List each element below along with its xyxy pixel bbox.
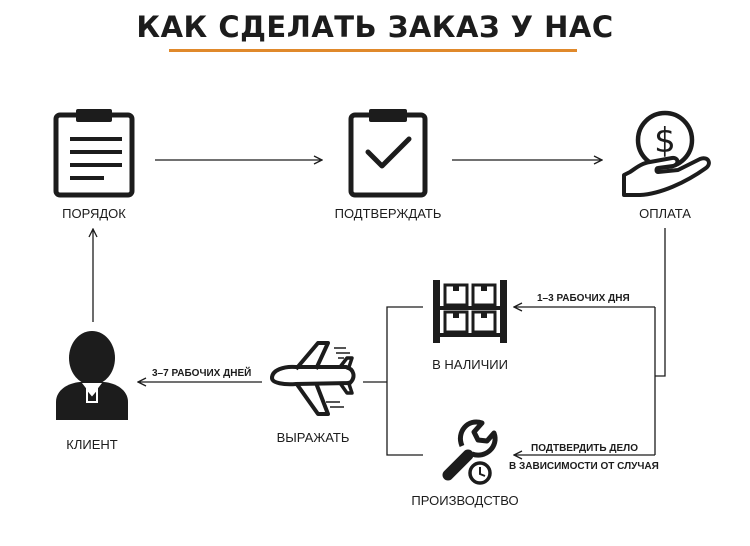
label-production: ПРОИЗВОДСТВО <box>411 493 519 508</box>
edge-label-stock-time: 1–3 РАБОЧИХ ДНЯ <box>537 293 630 304</box>
clipboard-list-icon <box>53 109 135 198</box>
edge-label-production-1: ПОДТВЕРДИТЬ ДЕЛО <box>531 443 638 454</box>
hand-dollar-coin-icon: $ <box>622 110 711 197</box>
page-title: КАК СДЕЛАТЬ ЗАКАЗ У НАС <box>136 10 614 44</box>
label-order: ПОРЯДОК <box>62 206 126 221</box>
airplane-icon <box>269 341 356 416</box>
label-client: КЛИЕНТ <box>66 437 118 452</box>
edge-label-delivery-time: 3–7 РАБОЧИХ ДНЕЙ <box>152 368 252 379</box>
svg-text:$: $ <box>654 121 676 161</box>
label-in-stock: В НАЛИЧИИ <box>432 357 508 372</box>
clipboard-check-icon <box>348 109 428 198</box>
user-icon <box>56 331 128 420</box>
warehouse-shelf-icon <box>433 280 507 343</box>
label-confirm: ПОДТВЕРЖДАТЬ <box>334 206 442 221</box>
wrench-clock-icon <box>442 419 498 485</box>
title-underline <box>169 49 577 52</box>
label-express: ВЫРАЖАТЬ <box>276 430 350 445</box>
label-payment: ОПЛАТА <box>639 206 691 221</box>
edge-label-production-2: В ЗАВИСИМОСТИ ОТ СЛУЧАЯ <box>509 461 659 472</box>
line-payment-down <box>655 228 666 377</box>
line-stock-to-merge <box>386 306 423 456</box>
